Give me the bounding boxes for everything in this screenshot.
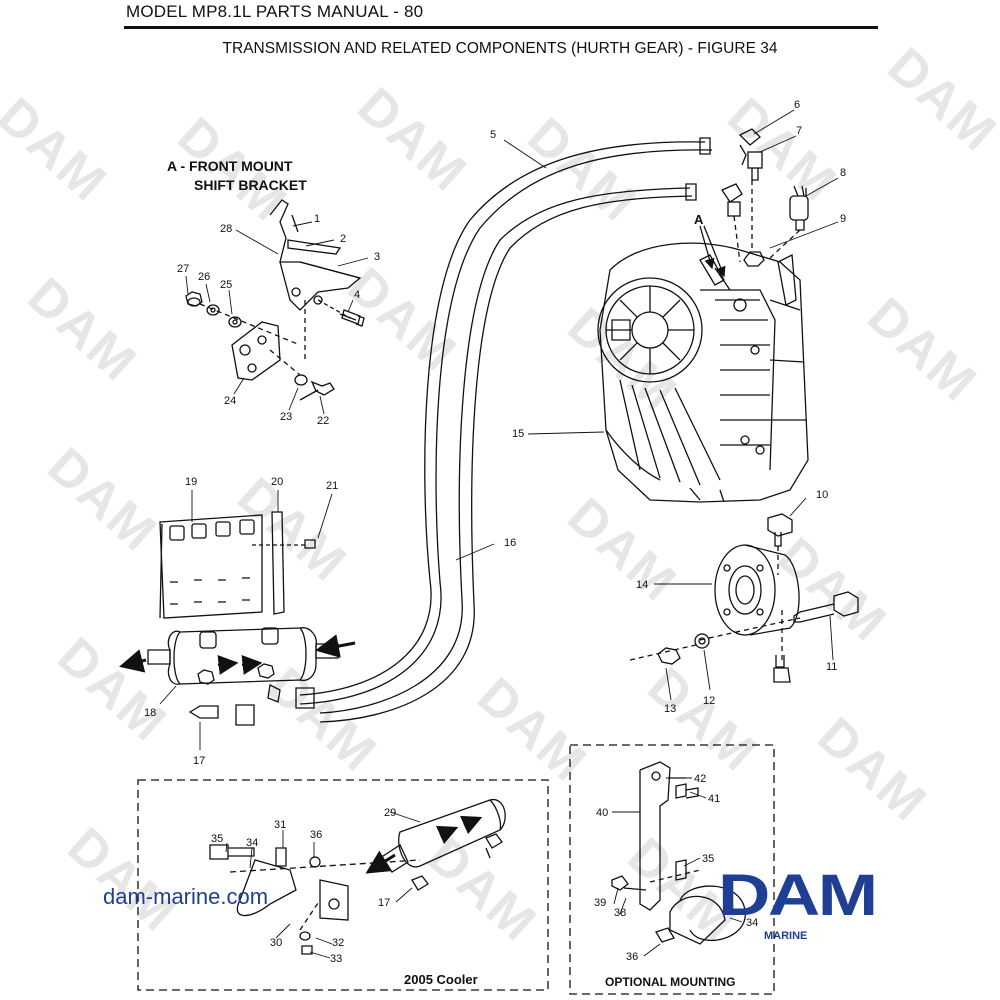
front-mount-shift-bracket bbox=[185, 199, 365, 401]
callout-3: 3 bbox=[374, 251, 380, 263]
callout-leaders bbox=[159, 109, 839, 959]
callout-32: 32 bbox=[332, 937, 344, 949]
callout-4: 4 bbox=[354, 289, 360, 301]
hose-fittings bbox=[721, 128, 809, 263]
cooler-2005-box bbox=[137, 779, 549, 991]
callout-33: 33 bbox=[330, 953, 342, 965]
callout-12: 12 bbox=[703, 695, 715, 707]
callout-30: 30 bbox=[270, 937, 282, 949]
dam-logo: DAM bbox=[718, 863, 878, 928]
optional-mounting-box bbox=[569, 744, 775, 995]
callout-35: 35 bbox=[211, 833, 223, 845]
dam-logo-subtitle: MARINE bbox=[764, 930, 808, 942]
callout-11: 11 bbox=[826, 661, 837, 673]
callout-28: 28 bbox=[220, 223, 232, 235]
cooler-2005-label: 2005 Cooler bbox=[404, 972, 478, 987]
callout-31: 31 bbox=[274, 819, 286, 831]
callout-27: 27 bbox=[177, 263, 189, 275]
callout-36: 36 bbox=[310, 829, 322, 841]
callout-1: 1 bbox=[314, 213, 320, 225]
callout-38: 38 bbox=[614, 907, 626, 919]
callout-6: 6 bbox=[794, 99, 800, 111]
callout-5: 5 bbox=[490, 129, 496, 141]
callout-8: 8 bbox=[840, 167, 846, 179]
transmission-oil-hoses bbox=[235, 137, 713, 726]
callout-20: 20 bbox=[271, 476, 283, 488]
callout-9: 9 bbox=[840, 213, 846, 225]
callout-17: 17 bbox=[193, 755, 205, 767]
callout-19: 19 bbox=[185, 476, 197, 488]
callout-2: 2 bbox=[340, 233, 346, 245]
callout-21: 21 bbox=[326, 480, 338, 492]
header-rule bbox=[124, 26, 878, 29]
callout-34-optional: 34 bbox=[746, 917, 758, 929]
callout-numbers: 1 2 3 4 5 6 7 8 9 10 11 12 13 14 15 16 1… bbox=[144, 99, 846, 989]
marker-a: A bbox=[694, 212, 704, 227]
callout-35-optional: 35 bbox=[702, 853, 714, 865]
callout-42: 42 bbox=[694, 773, 706, 785]
callout-29: 29 bbox=[384, 807, 396, 819]
callout-39: 39 bbox=[594, 897, 606, 909]
manual-title: MODEL MP8.1L PARTS MANUAL - 80 bbox=[126, 2, 424, 21]
output-coupling bbox=[629, 513, 859, 683]
figure-title: TRANSMISSION AND RELATED COMPONENTS (HUR… bbox=[222, 40, 778, 57]
callout-18: 18 bbox=[144, 707, 156, 719]
callout-25: 25 bbox=[220, 279, 232, 291]
optional-mounting-label: OPTIONAL MOUNTING bbox=[605, 975, 735, 989]
callout-40: 40 bbox=[596, 807, 608, 819]
callout-24: 24 bbox=[224, 395, 236, 407]
transmission-housing bbox=[597, 242, 809, 503]
callout-7: 7 bbox=[796, 125, 802, 137]
callout-16: 16 bbox=[504, 537, 516, 549]
callout-10: 10 bbox=[816, 489, 828, 501]
callout-41: 41 bbox=[708, 793, 720, 805]
callout-15: 15 bbox=[512, 428, 524, 440]
callout-13: 13 bbox=[664, 703, 676, 715]
callout-22: 22 bbox=[317, 415, 329, 427]
optional-mounting-bracket bbox=[611, 761, 746, 945]
cooler-mounting-bracket bbox=[159, 511, 316, 619]
callout-26: 26 bbox=[198, 271, 210, 283]
callout-36-optional: 36 bbox=[626, 951, 638, 963]
callout-14: 14 bbox=[636, 579, 648, 591]
section-a-subtitle: SHIFT BRACKET bbox=[194, 177, 307, 193]
callout-17-cooler: 17 bbox=[378, 897, 390, 909]
section-a-title: A - FRONT MOUNT bbox=[167, 158, 293, 174]
callout-23: 23 bbox=[280, 411, 292, 423]
cooler-2005 bbox=[209, 799, 506, 955]
website-text: dam-marine.com bbox=[103, 884, 269, 909]
callout-34: 34 bbox=[246, 837, 258, 849]
